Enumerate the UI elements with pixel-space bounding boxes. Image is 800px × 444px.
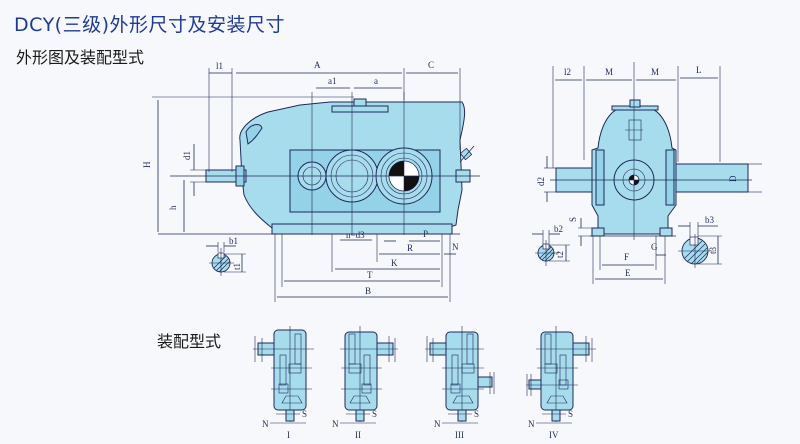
assembly-1-label: I xyxy=(287,430,290,440)
dim-n-d3: n−d3 xyxy=(346,230,365,240)
front-view: l1 A C a1 a H h d1 xyxy=(142,60,480,302)
dim-P: P xyxy=(423,229,428,239)
dim-M-left: M xyxy=(605,67,613,77)
assembly-2-S: S xyxy=(372,409,377,419)
dim-M-right: M xyxy=(651,67,659,77)
assembly-type-4: S N IV xyxy=(526,326,596,440)
assembly-4-label: IV xyxy=(549,430,559,440)
assembly-type-1: S N I xyxy=(253,326,314,440)
dim-H: H xyxy=(142,161,152,168)
inspection-cover xyxy=(331,105,389,113)
page-title: DCY(三级)外形尺寸及安装尺寸 xyxy=(14,14,285,36)
dim-S: S xyxy=(568,217,578,222)
dim-B: B xyxy=(365,286,371,296)
dim-t1: t1 xyxy=(232,263,242,270)
dim-N: N xyxy=(452,242,459,252)
breather-cap xyxy=(353,98,367,107)
assembly-2-label: II xyxy=(355,430,361,440)
dim-a1: a1 xyxy=(328,76,337,86)
assembly-type-3: S N III xyxy=(425,326,495,440)
assembly-2-N: N xyxy=(332,419,339,429)
vent-plug-icon xyxy=(459,145,475,163)
dim-E: E xyxy=(625,268,631,278)
assembly-type-2: S N II xyxy=(332,326,398,440)
assembly-4-N: N xyxy=(528,419,535,429)
shaft-keyway-section-1 xyxy=(209,248,234,276)
dim-R: R xyxy=(407,243,413,253)
assembly-3-S: S xyxy=(474,409,479,419)
dim-T: T xyxy=(367,270,373,280)
dim-A: A xyxy=(314,60,321,70)
dim-h: h xyxy=(168,205,178,210)
dim-D: D xyxy=(728,175,738,182)
assembly-3-N: N xyxy=(434,419,441,429)
dim-L: L xyxy=(696,65,702,75)
dim-G: G xyxy=(651,242,658,252)
assembly-3-label: III xyxy=(455,430,464,440)
dim-F: F xyxy=(624,252,629,262)
dim-t3: t3 xyxy=(708,246,718,254)
assembly-4-S: S xyxy=(568,409,573,419)
dim-b3: b3 xyxy=(705,215,715,225)
section-title-outline: 外形图及装配型式 xyxy=(16,48,145,67)
shaft-keyway-section-3 xyxy=(678,234,714,268)
dim-b2: b2 xyxy=(554,224,563,234)
dim-a: a xyxy=(374,76,378,86)
dim-d2: d2 xyxy=(536,177,546,186)
dim-d1: d1 xyxy=(182,151,192,160)
lifting-lug xyxy=(245,124,263,145)
dim-l1: l1 xyxy=(216,61,223,71)
dim-K: K xyxy=(391,258,398,268)
section-title-assembly: 装配型式 xyxy=(157,332,222,351)
assembly-output-shaft xyxy=(477,376,493,388)
dim-t2: t2 xyxy=(555,251,565,258)
assembly-input-shaft xyxy=(528,379,542,390)
assembly-1-S: S xyxy=(302,409,307,419)
dim-l2: l2 xyxy=(564,67,571,77)
dim-C: C xyxy=(428,60,434,70)
shaft-keyway-section-2 xyxy=(535,240,559,266)
dim-b1: b1 xyxy=(229,236,238,246)
assembly-1-N: N xyxy=(262,419,269,429)
side-view: l2 M M L d2 D S xyxy=(532,62,762,284)
side-breather-cap xyxy=(629,99,641,108)
